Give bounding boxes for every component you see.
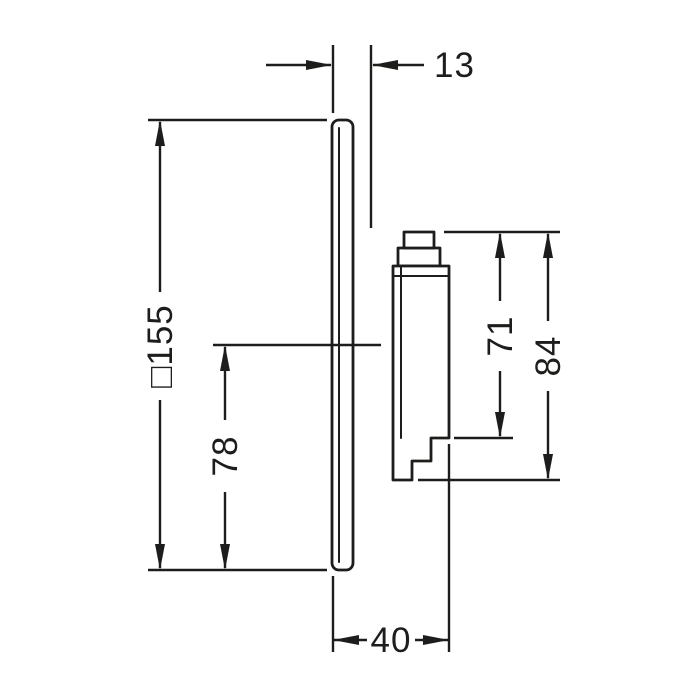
label-overall-height: 84 bbox=[529, 336, 568, 377]
arrowhead-up bbox=[220, 345, 230, 371]
arrowhead-right bbox=[306, 60, 332, 70]
handle-collar bbox=[396, 246, 442, 268]
dimension-body-height: 71 bbox=[444, 230, 560, 440]
dimension-center-to-bottom: 78 bbox=[206, 345, 245, 570]
arrowhead-left bbox=[372, 60, 398, 70]
arrowhead-down bbox=[155, 544, 165, 570]
arrowhead-up bbox=[495, 232, 505, 258]
dimension-front-depth: 13 bbox=[266, 45, 475, 228]
dimension-plate-size: □155 bbox=[141, 118, 327, 572]
arrowhead-right bbox=[423, 635, 449, 645]
label-front-depth: 13 bbox=[434, 46, 475, 85]
dimension-overall-height: 84 bbox=[418, 232, 568, 482]
handle-knob bbox=[402, 230, 436, 250]
label-body-height: 71 bbox=[481, 316, 520, 357]
label-center-to-bottom: 78 bbox=[206, 436, 245, 477]
arrowhead-up bbox=[155, 120, 165, 146]
product-outline bbox=[330, 118, 451, 572]
label-installation-depth: 40 bbox=[371, 621, 412, 660]
valve-body bbox=[391, 264, 451, 482]
arrowhead-down bbox=[495, 412, 505, 438]
label-plate-size: □155 bbox=[141, 304, 180, 388]
arrowhead-down bbox=[543, 454, 553, 480]
arrowhead-down bbox=[220, 544, 230, 570]
arrowhead-up bbox=[543, 232, 553, 258]
arrowhead-left bbox=[333, 635, 359, 645]
dimension-installation-depth: 40 bbox=[331, 444, 451, 660]
